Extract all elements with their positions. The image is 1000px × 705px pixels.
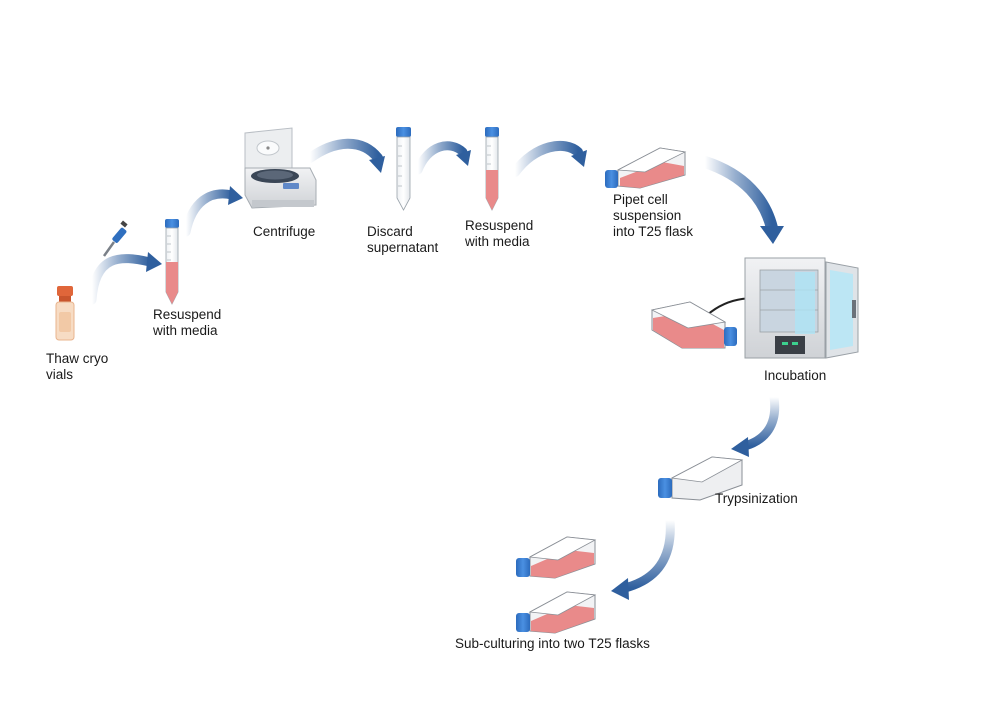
label-pipet-line-3: into T25 flask: [613, 224, 694, 239]
label-centrifuge-line-1: Centrifuge: [253, 224, 316, 239]
label-pipet-line-1: Pipet cell: [613, 192, 668, 207]
label-discard-line-2: supernatant: [367, 240, 439, 255]
label-pipet-line-2: suspension: [613, 208, 682, 223]
incubator-icon: [744, 257, 859, 359]
label-subculture: Sub-culturing into two T25 flasks: [455, 636, 650, 652]
conical-tube-icon-3: [485, 127, 499, 211]
label-incubation: Incubation: [764, 368, 826, 384]
arrow-incubator-to-trypsinization: [731, 392, 780, 457]
arrow-pipet-to-incubator: [699, 156, 784, 244]
label-thaw: Thaw cryo vials: [46, 351, 108, 383]
t25-flask-icon-incubation: [650, 301, 737, 349]
arrow-thaw-to-resuspend: [87, 252, 162, 305]
label-resuspend-2: Resuspend with media: [465, 218, 533, 250]
cryo-vial-icon: [55, 286, 75, 341]
label-trypsinization-line-1: Trypsinization: [715, 491, 798, 506]
label-centrifuge: Centrifuge: [253, 224, 315, 240]
label-discard-line-1: Discard: [367, 224, 413, 239]
t25-flask-icon-subculture-bottom: [516, 591, 597, 634]
conical-tube-icon-2: [396, 127, 411, 211]
conical-tube-icon-1: [165, 219, 179, 305]
label-incubation-line-1: Incubation: [764, 368, 827, 383]
arrow-trypsinization-to-subculture: [611, 515, 675, 600]
t25-flask-icon-trypsinization: [658, 456, 744, 501]
label-resuspend-1-line-2: with media: [153, 323, 218, 338]
pipette-icon: [102, 220, 128, 257]
label-subculture-line-1: Sub-culturing into two T25 flasks: [455, 636, 650, 651]
label-resuspend-2-line-1: Resuspend: [465, 218, 534, 233]
arrow-centrifuge-to-discard: [305, 138, 385, 173]
label-thaw-line-2: vials: [46, 367, 74, 382]
label-trypsinization: Trypsinization: [715, 491, 798, 507]
arrow-resuspend-to-centrifuge: [181, 186, 243, 237]
arrow-resuspend-to-pipet: [510, 140, 587, 177]
arrow-discard-to-resuspend: [413, 141, 471, 175]
label-resuspend-1-line-1: Resuspend: [153, 307, 222, 322]
label-resuspend-1: Resuspend with media: [153, 307, 221, 339]
label-resuspend-2-line-2: with media: [465, 234, 530, 249]
centrifuge-icon: [244, 127, 317, 209]
label-pipet: Pipet cell suspension into T25 flask: [613, 192, 693, 240]
label-discard: Discard supernatant: [367, 224, 438, 256]
t25-flask-icon-pipet: [605, 147, 687, 189]
t25-flask-icon-subculture-top: [516, 536, 597, 579]
label-thaw-line-1: Thaw cryo: [46, 351, 109, 366]
